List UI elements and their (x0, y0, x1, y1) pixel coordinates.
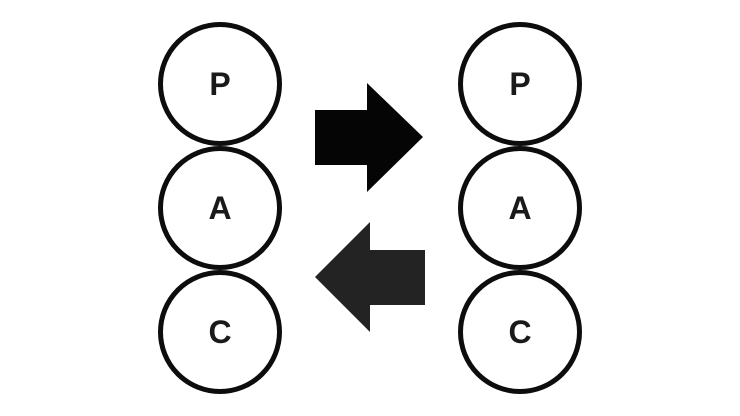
left-circle-top-label: P (209, 66, 231, 102)
right-circle-top: P (458, 22, 582, 146)
left-circle-top: P (158, 22, 282, 146)
right-circle-bottom-label: C (508, 314, 532, 350)
left-circle-middle: A (158, 146, 282, 270)
left-circle-middle-label: A (208, 190, 232, 226)
left-circle-bottom-label: C (208, 314, 232, 350)
arrow-right-icon (315, 83, 423, 192)
right-circle-middle: A (458, 146, 582, 270)
left-circle-bottom: C (158, 270, 282, 394)
right-circle-bottom: C (458, 270, 582, 394)
right-circle-top-label: P (509, 66, 531, 102)
right-circle-middle-label: A (508, 190, 532, 226)
arrow-left-icon (315, 222, 425, 332)
